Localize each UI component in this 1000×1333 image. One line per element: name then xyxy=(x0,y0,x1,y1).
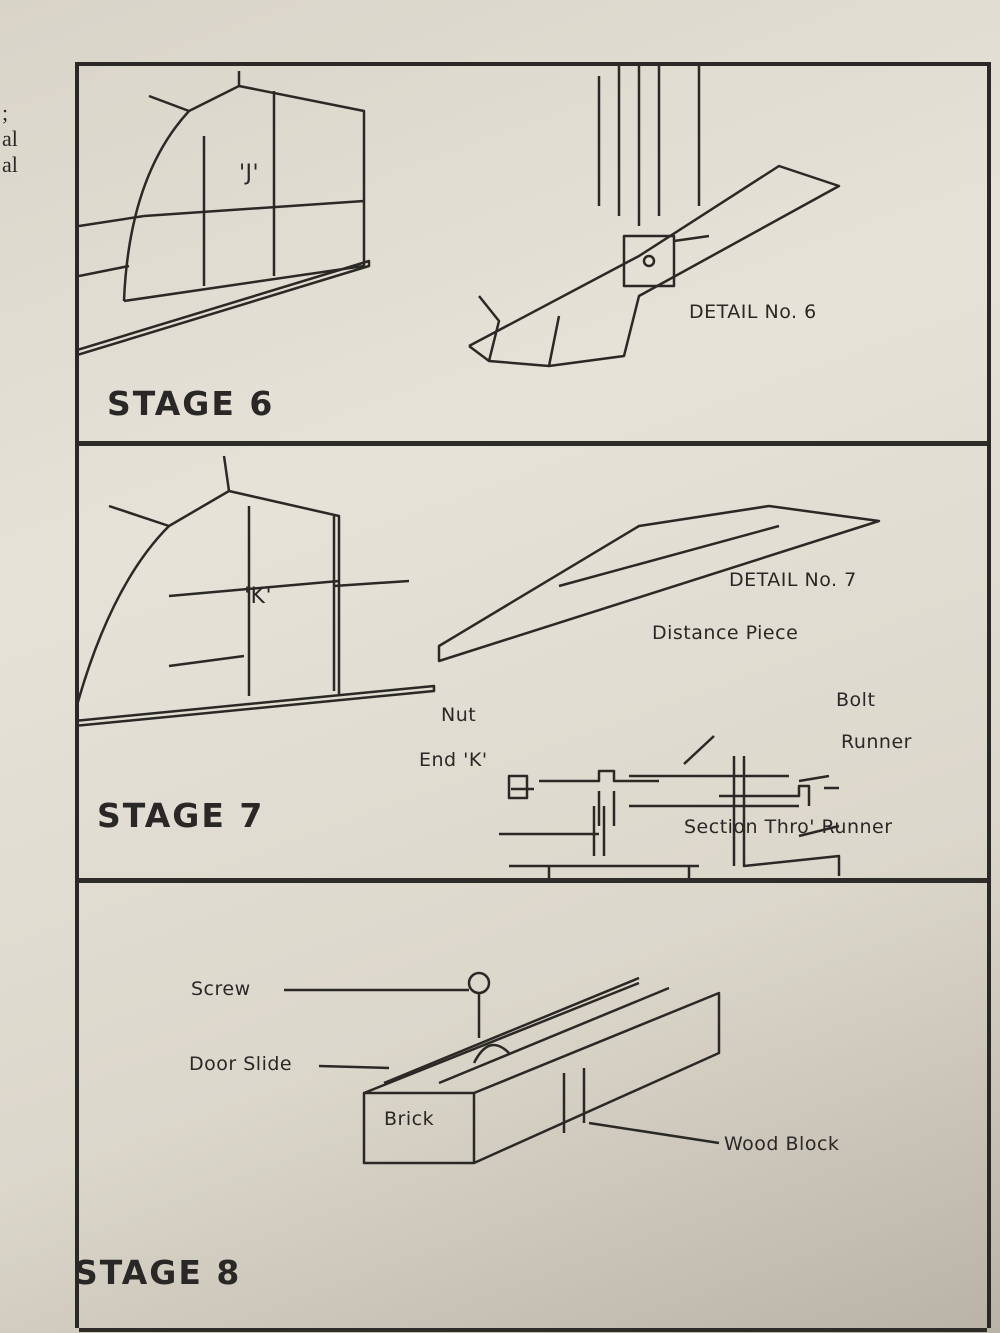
door-slide-label: Door Slide xyxy=(189,1053,293,1075)
instruction-sheet: 'J' DETAIL No. 6 STAGE 6 DETAIL No. 7 'K… xyxy=(74,62,991,1332)
bolt-label: Bolt xyxy=(836,689,876,711)
edge-text: al xyxy=(2,152,18,177)
stage-6-panel: 'J' DETAIL No. 6 STAGE 6 xyxy=(79,66,987,446)
runner-label: Runner xyxy=(841,731,912,753)
panel-k-label: 'K' xyxy=(244,584,273,609)
detail-6-label: DETAIL No. 6 xyxy=(689,301,817,323)
stage-8-title: STAGE 8 xyxy=(74,1253,242,1292)
end-k-label: End 'K' xyxy=(419,749,488,771)
section-thro-runner-label: Section Thro' Runner xyxy=(684,816,893,838)
stage-7-panel: DETAIL No. 7 'K' Distance Piece Bolt Nut… xyxy=(79,446,987,883)
stage-7-illustration xyxy=(79,455,881,878)
screw-label: Screw xyxy=(191,978,251,1000)
stage-6-illustration xyxy=(79,66,841,368)
brick-label: Brick xyxy=(384,1108,435,1130)
cut-off-margin-text: ; al al xyxy=(2,100,18,178)
panel-j-label: 'J' xyxy=(239,161,260,186)
detail-7-label: DETAIL No. 7 xyxy=(729,569,857,591)
wood-block-label: Wood Block xyxy=(724,1133,840,1155)
edge-text: ; xyxy=(2,100,9,125)
stage-6-title: STAGE 6 xyxy=(107,384,275,423)
stage-7-title: STAGE 7 xyxy=(97,796,265,835)
stage-8-panel: Screw Door Slide Brick Wood Block STAGE … xyxy=(74,883,987,1332)
distance-piece-label: Distance Piece xyxy=(652,622,799,644)
stage-8-illustration xyxy=(284,971,721,1165)
nut-label: Nut xyxy=(441,704,477,726)
edge-text: al xyxy=(2,126,18,151)
